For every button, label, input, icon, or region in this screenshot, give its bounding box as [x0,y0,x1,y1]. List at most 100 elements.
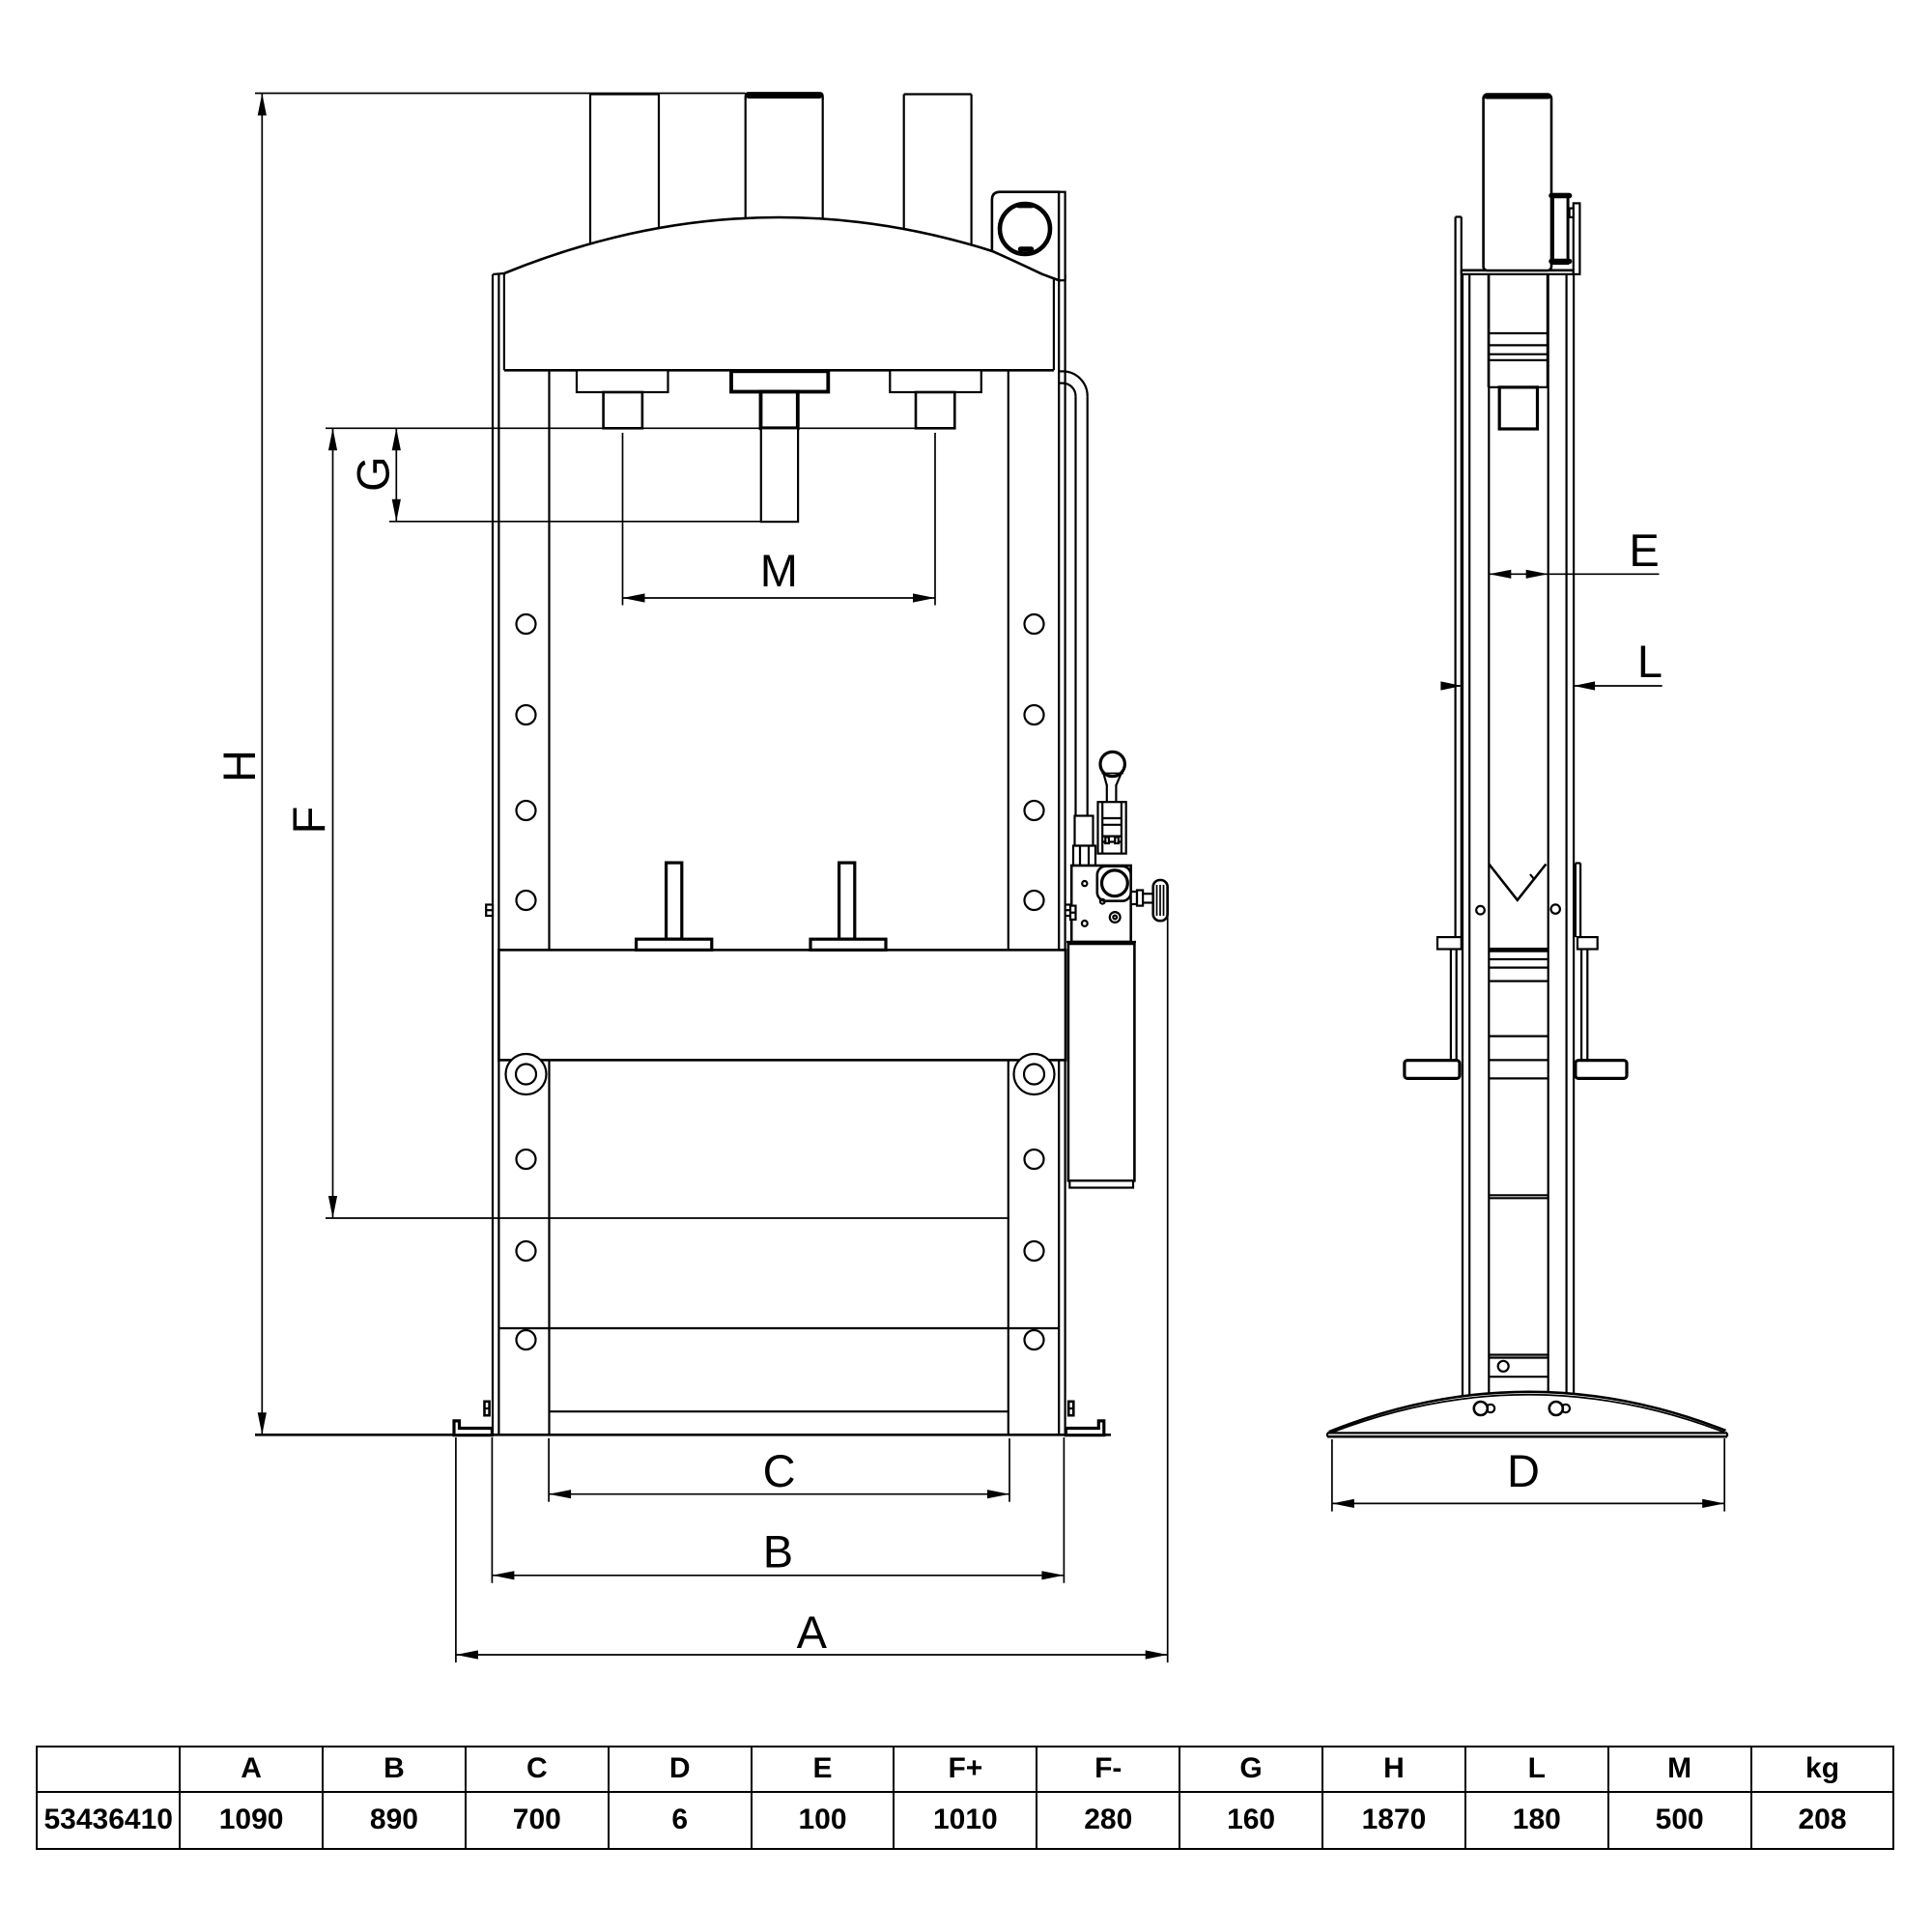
dim-f: F [283,428,1009,1219]
tbody: A B C D E F+ F- G H L M kg 53436410 1090… [36,1745,1895,1850]
dim-g: G [326,427,937,523]
hand-pump-body [1068,864,1169,944]
side-view [1325,93,1729,1438]
drawing-circle [1108,910,1122,923]
drawing-rect [1482,93,1553,272]
drawing-circle [515,889,537,912]
drawing-rect [1551,192,1570,266]
side-inner-lines [1489,948,1548,1378]
drawing-circle [1023,1148,1045,1171]
drawing-rect [1058,190,1066,282]
drawing-circle [1081,879,1089,888]
drawing-circle [1475,904,1486,916]
drawing-rect [664,861,684,941]
spec-col-header-fplus: F+ [893,1745,1038,1793]
drawing-path [257,93,267,116]
drawing-circle [1496,1359,1510,1373]
drawing-path [455,1650,478,1660]
side-columns [1454,215,1582,1396]
oil-reservoir [1066,940,1136,1189]
drawing-circle [1472,1400,1490,1417]
spec-col-header-fminus: F- [1036,1745,1181,1793]
drawing-path [913,593,935,603]
dim-h: H [213,92,746,1435]
drawing-rect [758,389,800,431]
drawing-path [1145,1650,1168,1660]
spec-value-8: 160 [1179,1790,1324,1850]
drawing-path [452,1419,494,1437]
drawing-rect [602,390,644,430]
spec-value-12: 208 [1749,1790,1895,1850]
dim-d: D [1331,1438,1726,1512]
spec-col-header-g: G [1179,1745,1324,1793]
drawing-path [503,215,1055,275]
spec-table-header-row: A B C D E F+ F- G H L M kg [36,1745,1895,1793]
drawing-path [1488,863,1548,902]
drawing-path [1328,1390,1726,1434]
spec-value-7: 280 [1036,1790,1181,1850]
dim-label-b: B [763,1526,793,1577]
front-columns [485,271,1073,1435]
dim-label-c: C [763,1445,796,1496]
dim-label-a: A [797,1606,828,1658]
spec-value-10: 180 [1463,1790,1609,1850]
drawing-rect [1104,836,1111,845]
drawing-path [391,428,401,451]
drawing-circle [1023,889,1045,912]
drawing-path [549,1490,572,1499]
ram-noses [575,369,982,524]
dimensions: H F G M C B A E L D [213,92,1726,1662]
side-base [1325,1390,1729,1438]
drawing-path [1041,1571,1065,1580]
drawing-path [1062,370,1089,397]
drawing-path [327,1196,338,1218]
spec-table: A B C D E F+ F- G H L M kg 53436410 1090… [36,1745,1895,1850]
pump-handle [1096,750,1127,855]
dim-label-e: E [1629,525,1659,576]
spec-value-5: 100 [750,1790,895,1850]
spec-value-4: 6 [607,1790,753,1850]
drawing-rect [1435,935,1463,951]
lower-cross-member [498,1326,1060,1413]
drawing-circle [515,612,537,636]
front-view [255,92,1169,1437]
drawing-path [1064,1419,1106,1437]
drawing-circle [515,799,537,822]
drawing-rect [1576,935,1599,951]
drawing-rect [729,369,831,394]
drawing-path [1440,681,1463,691]
spec-value-9: 1870 [1321,1790,1466,1850]
drawing-path [492,1571,515,1580]
spec-col-header-id [36,1745,182,1793]
drawing-line [492,271,504,276]
drawing-rect [1572,202,1581,275]
drawing-path [503,217,1054,371]
drawing-rect [1403,1059,1462,1080]
dim-label-f: F [283,807,334,835]
drawing-circle [1023,799,1045,822]
drawing-path [327,428,338,451]
work-table [497,949,1067,1062]
drawing-line [1529,873,1535,880]
drawing-rect [1141,893,1154,904]
spec-value-0: 53436410 [36,1790,182,1850]
spec-value-3: 700 [464,1790,610,1850]
side-cylinder [1482,93,1553,431]
v-block [1475,863,1561,916]
hydraulic-hose [1059,370,1097,867]
drawing-rect [759,427,800,524]
drawing-path [1525,569,1548,579]
drawing-rect [1497,385,1540,431]
spec-table-data-row: 53436410 1090 890 700 6 100 1010 280 160… [36,1790,1895,1850]
drawing-rect [575,369,669,394]
drawing-rect [837,861,857,941]
drawing-circle [1548,1400,1565,1417]
drawing-rect [1071,844,1097,867]
drawing-rect [1073,814,1094,847]
dim-e: E [1489,525,1660,579]
drawing-rect [1068,1179,1135,1189]
dim-label-m: M [760,545,798,596]
drawing-circle [1023,1239,1045,1263]
side-table [1403,935,1629,1080]
